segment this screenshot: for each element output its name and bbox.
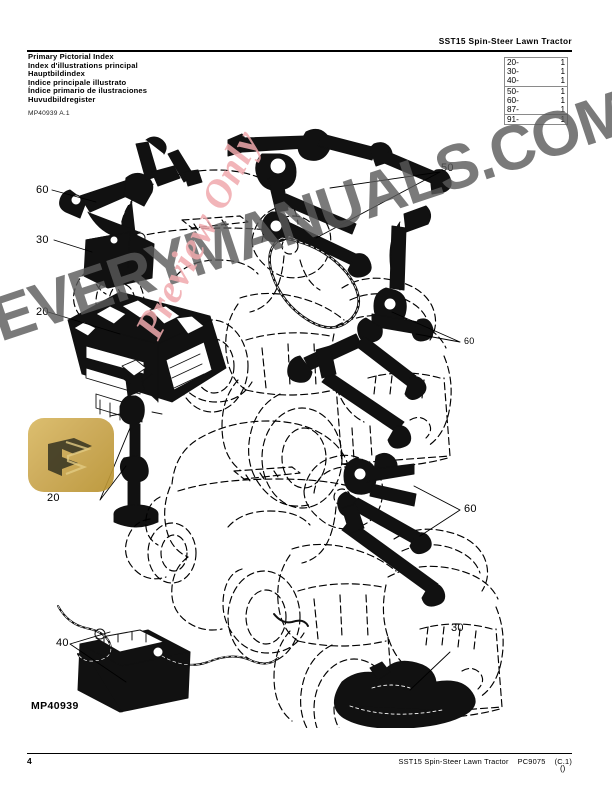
callout-50-upper-right: 50 (441, 162, 454, 174)
group-index-page: 1 (560, 86, 565, 96)
index-title-sv: Huvudbildregister (28, 94, 96, 104)
callout-20-lower-left: 20 (47, 492, 60, 504)
group-index-row: 50- 1 (505, 86, 567, 96)
figure-reference: MP40939 A.1 (28, 110, 70, 117)
group-index-row: 91- 1 (505, 115, 567, 125)
footer-mark: () (560, 764, 566, 773)
footer-document-info: SST15 Spin-Steer Lawn Tractor PC9075 (C.… (330, 757, 572, 766)
callout-20-left: 20 (36, 306, 49, 318)
header-divider (27, 50, 572, 52)
index-title-block: Primary Pictorial Index Index d'illustra… (28, 52, 148, 105)
exploded-view-illustration (0, 128, 612, 728)
callout-40-lower-left: 40 (56, 637, 69, 649)
group-index-group: 91- (507, 115, 519, 125)
index-title-de: Hauptbildindex (28, 69, 85, 79)
group-index-group: 40- (505, 76, 546, 87)
group-index-group: 87- (505, 105, 546, 116)
group-index-row: 30- 1 (505, 67, 567, 76)
group-index-page: 1 (560, 67, 565, 77)
footer-revision: (C.1) (554, 757, 572, 766)
figure-label: MP40939 (31, 700, 79, 712)
illustration-svg (47, 128, 504, 728)
footer-catalog-number: PC9075 (517, 757, 546, 766)
group-index-row: 40-1 (505, 76, 567, 87)
footer-page-number: 4 (27, 756, 32, 766)
watermark-logo-glyph (48, 438, 92, 476)
group-index-row: 60- 1 (505, 96, 567, 105)
footer-title: SST15 Spin-Steer Lawn Tractor (398, 757, 509, 766)
callout-30-lower-right: 30 (451, 622, 464, 634)
group-index-page: 1 (545, 105, 567, 116)
group-index-page: 1 (560, 95, 565, 105)
group-index-group: 50- (507, 86, 519, 96)
callout-60-mid-right: 60 (464, 336, 475, 346)
header-title: SST15 Spin-Steer Lawn Tractor (438, 36, 572, 46)
group-index-group: 30- (507, 67, 519, 77)
group-index-row: 87-1 (505, 105, 567, 116)
group-index-row: 20- 1 (505, 58, 567, 67)
callout-60-lower-right: 60 (464, 503, 477, 515)
group-index-page: 1 (560, 115, 565, 125)
group-index-page: 1 (545, 76, 567, 87)
index-title-fr: Index d'illustrations principal (28, 60, 138, 70)
callout-60-upper-left: 60 (36, 184, 49, 196)
group-index-page: 1 (560, 58, 565, 67)
group-index-group: 20- (507, 58, 519, 67)
group-index-group: 60- (507, 95, 519, 105)
index-title-es: Índice primario de ilustraciones (28, 86, 148, 96)
callout-30-upper-left: 30 (36, 234, 49, 246)
footer-divider (27, 753, 572, 755)
index-title-it: Indice principale illustrato (28, 77, 127, 87)
index-title-en: Primary Pictorial Index (28, 52, 114, 61)
